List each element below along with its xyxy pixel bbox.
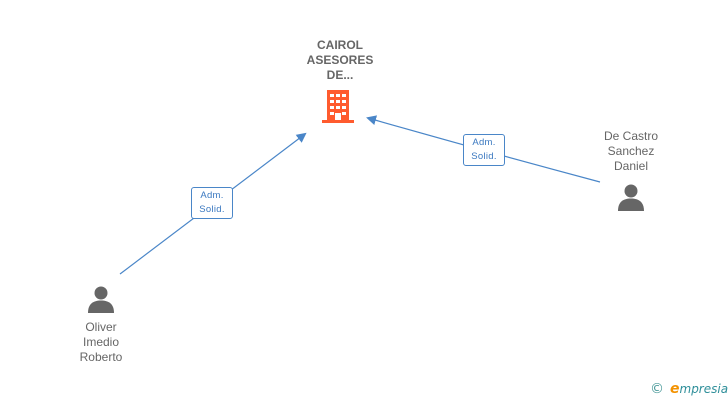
company-name-line: CAIROL: [317, 38, 363, 52]
brand-name: mpresia: [679, 382, 728, 396]
person-name-line: Oliver: [85, 320, 117, 334]
person-name: De Castro Sanchez Daniel: [576, 129, 686, 174]
person-name: Oliver Imedio Roberto: [46, 320, 156, 365]
person-node-decastro[interactable]: De Castro Sanchez Daniel: [576, 129, 686, 212]
brand-logo: empresia: [670, 381, 728, 397]
relation-label-line: Solid.: [471, 151, 497, 162]
person-icon: [618, 184, 644, 211]
company-name-line: ASESORES: [306, 53, 374, 67]
relation-label-line: Adm.: [472, 137, 496, 148]
relation-label[interactable]: Adm. Solid.: [463, 134, 505, 166]
relation-label-line: Solid.: [199, 204, 225, 215]
person-name-line: Daniel: [613, 159, 649, 173]
relation-label-line: Adm.: [200, 190, 224, 201]
building-icon[interactable]: [322, 88, 354, 124]
company-name[interactable]: CAIROL ASESORES DE...: [290, 38, 390, 83]
person-name-line: Roberto: [79, 350, 123, 364]
copyright-icon: ©: [650, 381, 664, 397]
brand-initial: e: [670, 381, 680, 397]
person-name-line: Imedio: [82, 335, 120, 349]
relation-label[interactable]: Adm. Solid.: [191, 187, 233, 219]
footer-brand[interactable]: © empresia: [650, 380, 728, 398]
person-node-oliver[interactable]: Oliver Imedio Roberto: [46, 284, 156, 365]
person-icon: [88, 286, 114, 313]
person-name-line: De Castro: [603, 129, 659, 143]
person-name-line: Sanchez: [607, 144, 655, 158]
company-name-line: DE...: [326, 68, 354, 82]
